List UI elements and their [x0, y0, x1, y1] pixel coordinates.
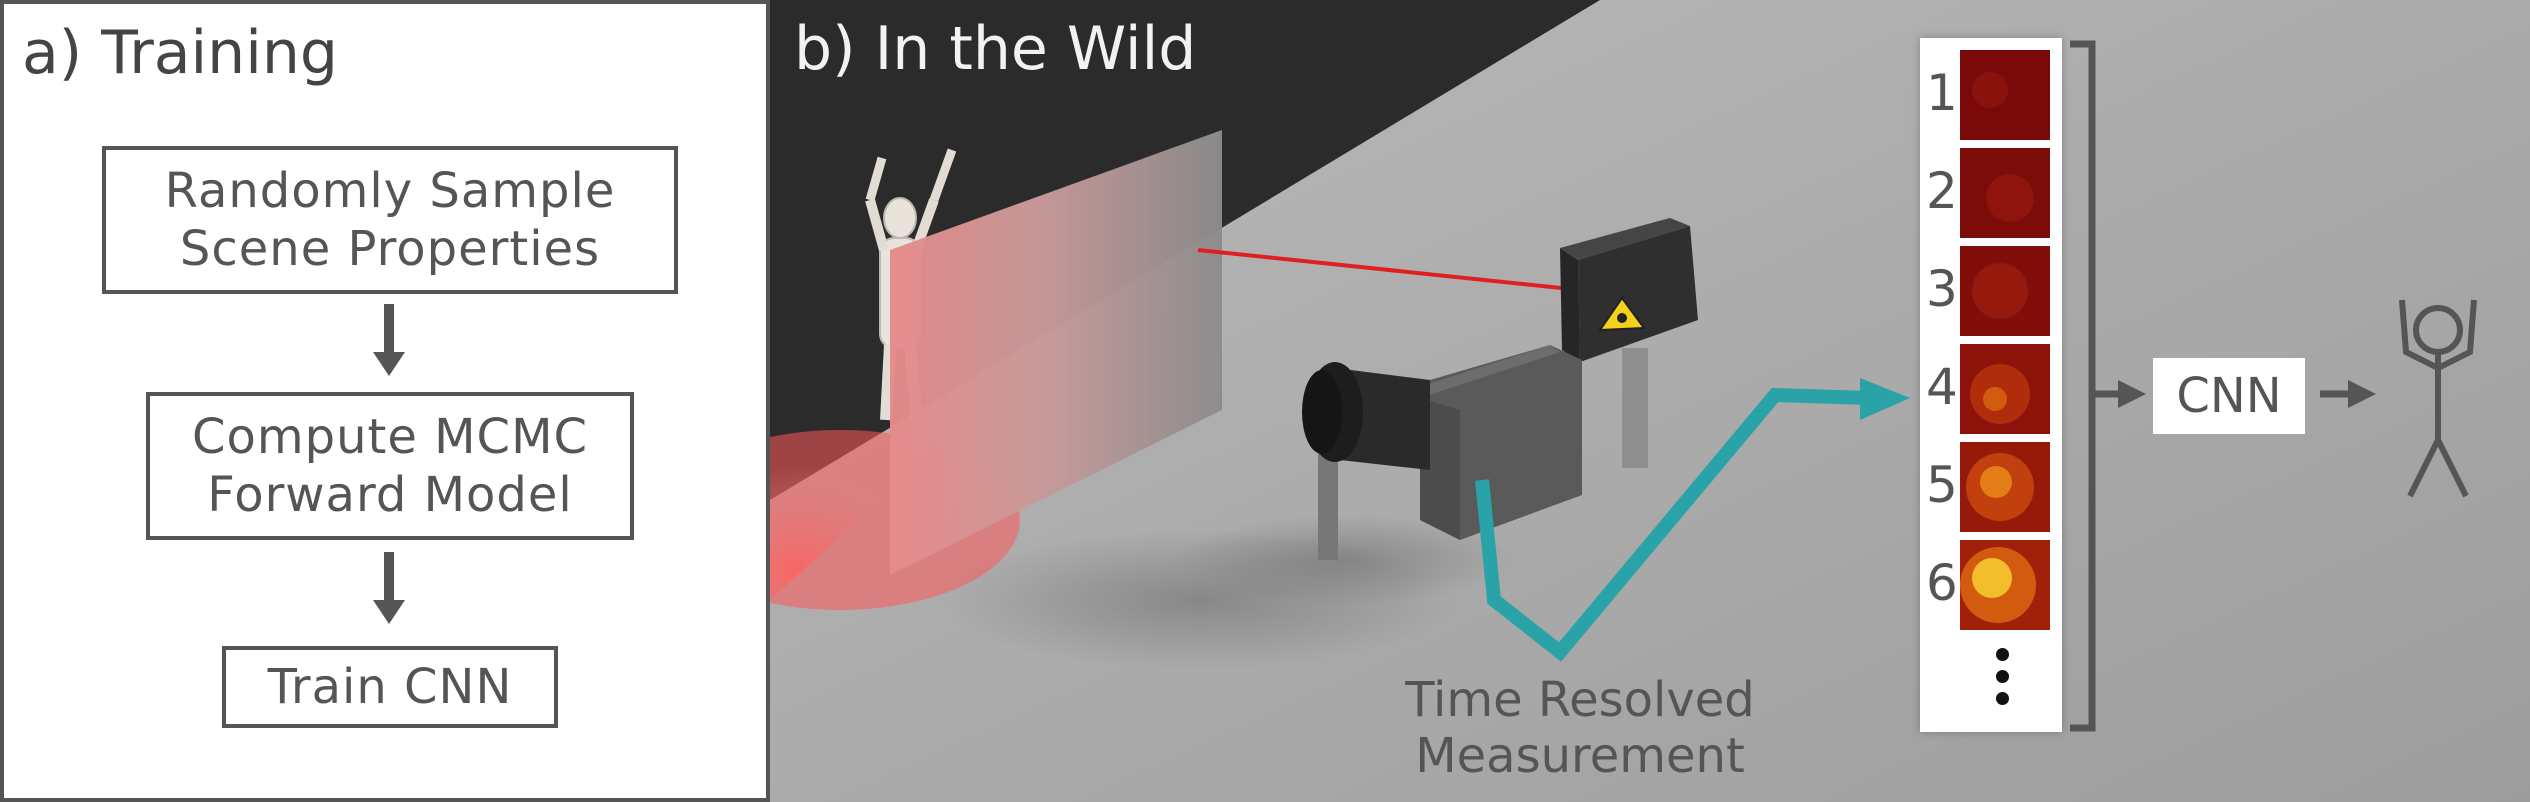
frame-number: 1	[1926, 64, 1958, 122]
step-sample-scene-line1: Randomly Sample	[164, 163, 616, 219]
measurement-arrowhead-icon	[1860, 378, 1910, 420]
arrow-down-icon	[373, 552, 405, 624]
camera-icon	[1175, 345, 1582, 605]
measurement-frame-strip: 1 2 3 4 5 6	[1920, 38, 2062, 732]
training-panel-title: a) Training	[22, 18, 338, 88]
cnn-label: CNN	[2176, 368, 2282, 424]
frame-number: 5	[1926, 456, 1958, 514]
frame-number: 4	[1926, 358, 1958, 416]
caption-line1: Time Resolved	[1405, 672, 1755, 728]
arrow-right-icon	[2348, 380, 2376, 408]
more-frames-ellipsis-icon	[1996, 648, 2012, 714]
relay-wall	[890, 130, 1222, 575]
arrow-right-icon	[2118, 380, 2146, 408]
strip-bracket	[2070, 40, 2096, 732]
step-mcmc-forward-model: Compute MCMC Forward Model	[146, 392, 634, 540]
caption-line2: Measurement	[1415, 728, 1745, 784]
arrow-down-icon	[373, 304, 405, 376]
step-mcmc-line1: Compute MCMC	[192, 409, 588, 465]
measurement-arrow	[1475, 387, 1871, 662]
step-sample-scene: Randomly Sample Scene Properties	[102, 146, 678, 294]
step-train-cnn: Train CNN	[222, 646, 558, 728]
heatmap-frame	[1960, 50, 2050, 140]
heatmap-frame	[1960, 442, 2050, 532]
frame-number: 3	[1926, 260, 1958, 318]
time-resolved-measurement-caption: Time Resolved Measurement	[1390, 672, 1770, 784]
frame-number: 6	[1926, 554, 1958, 612]
in-the-wild-panel: b) In the Wild 1 2 3 4 5 6 CNN	[770, 0, 2530, 802]
stick-figure-icon	[2399, 299, 2477, 498]
step-mcmc-line2: Forward Model	[207, 467, 573, 523]
laser-source	[1560, 218, 1698, 468]
training-panel: a) Training Randomly Sample Scene Proper…	[0, 0, 770, 802]
step-sample-scene-line2: Scene Properties	[179, 221, 601, 277]
step-train-cnn-label: Train CNN	[267, 659, 513, 715]
heatmap-frame	[1960, 246, 2050, 336]
heatmap-frame	[1960, 148, 2050, 238]
frame-number: 2	[1926, 162, 1958, 220]
heatmap-frame	[1960, 540, 2050, 630]
cnn-box: CNN	[2153, 358, 2305, 434]
in-the-wild-panel-title: b) In the Wild	[794, 14, 1197, 84]
laser-beam	[1197, 248, 1581, 292]
heatmap-frame	[1960, 344, 2050, 434]
